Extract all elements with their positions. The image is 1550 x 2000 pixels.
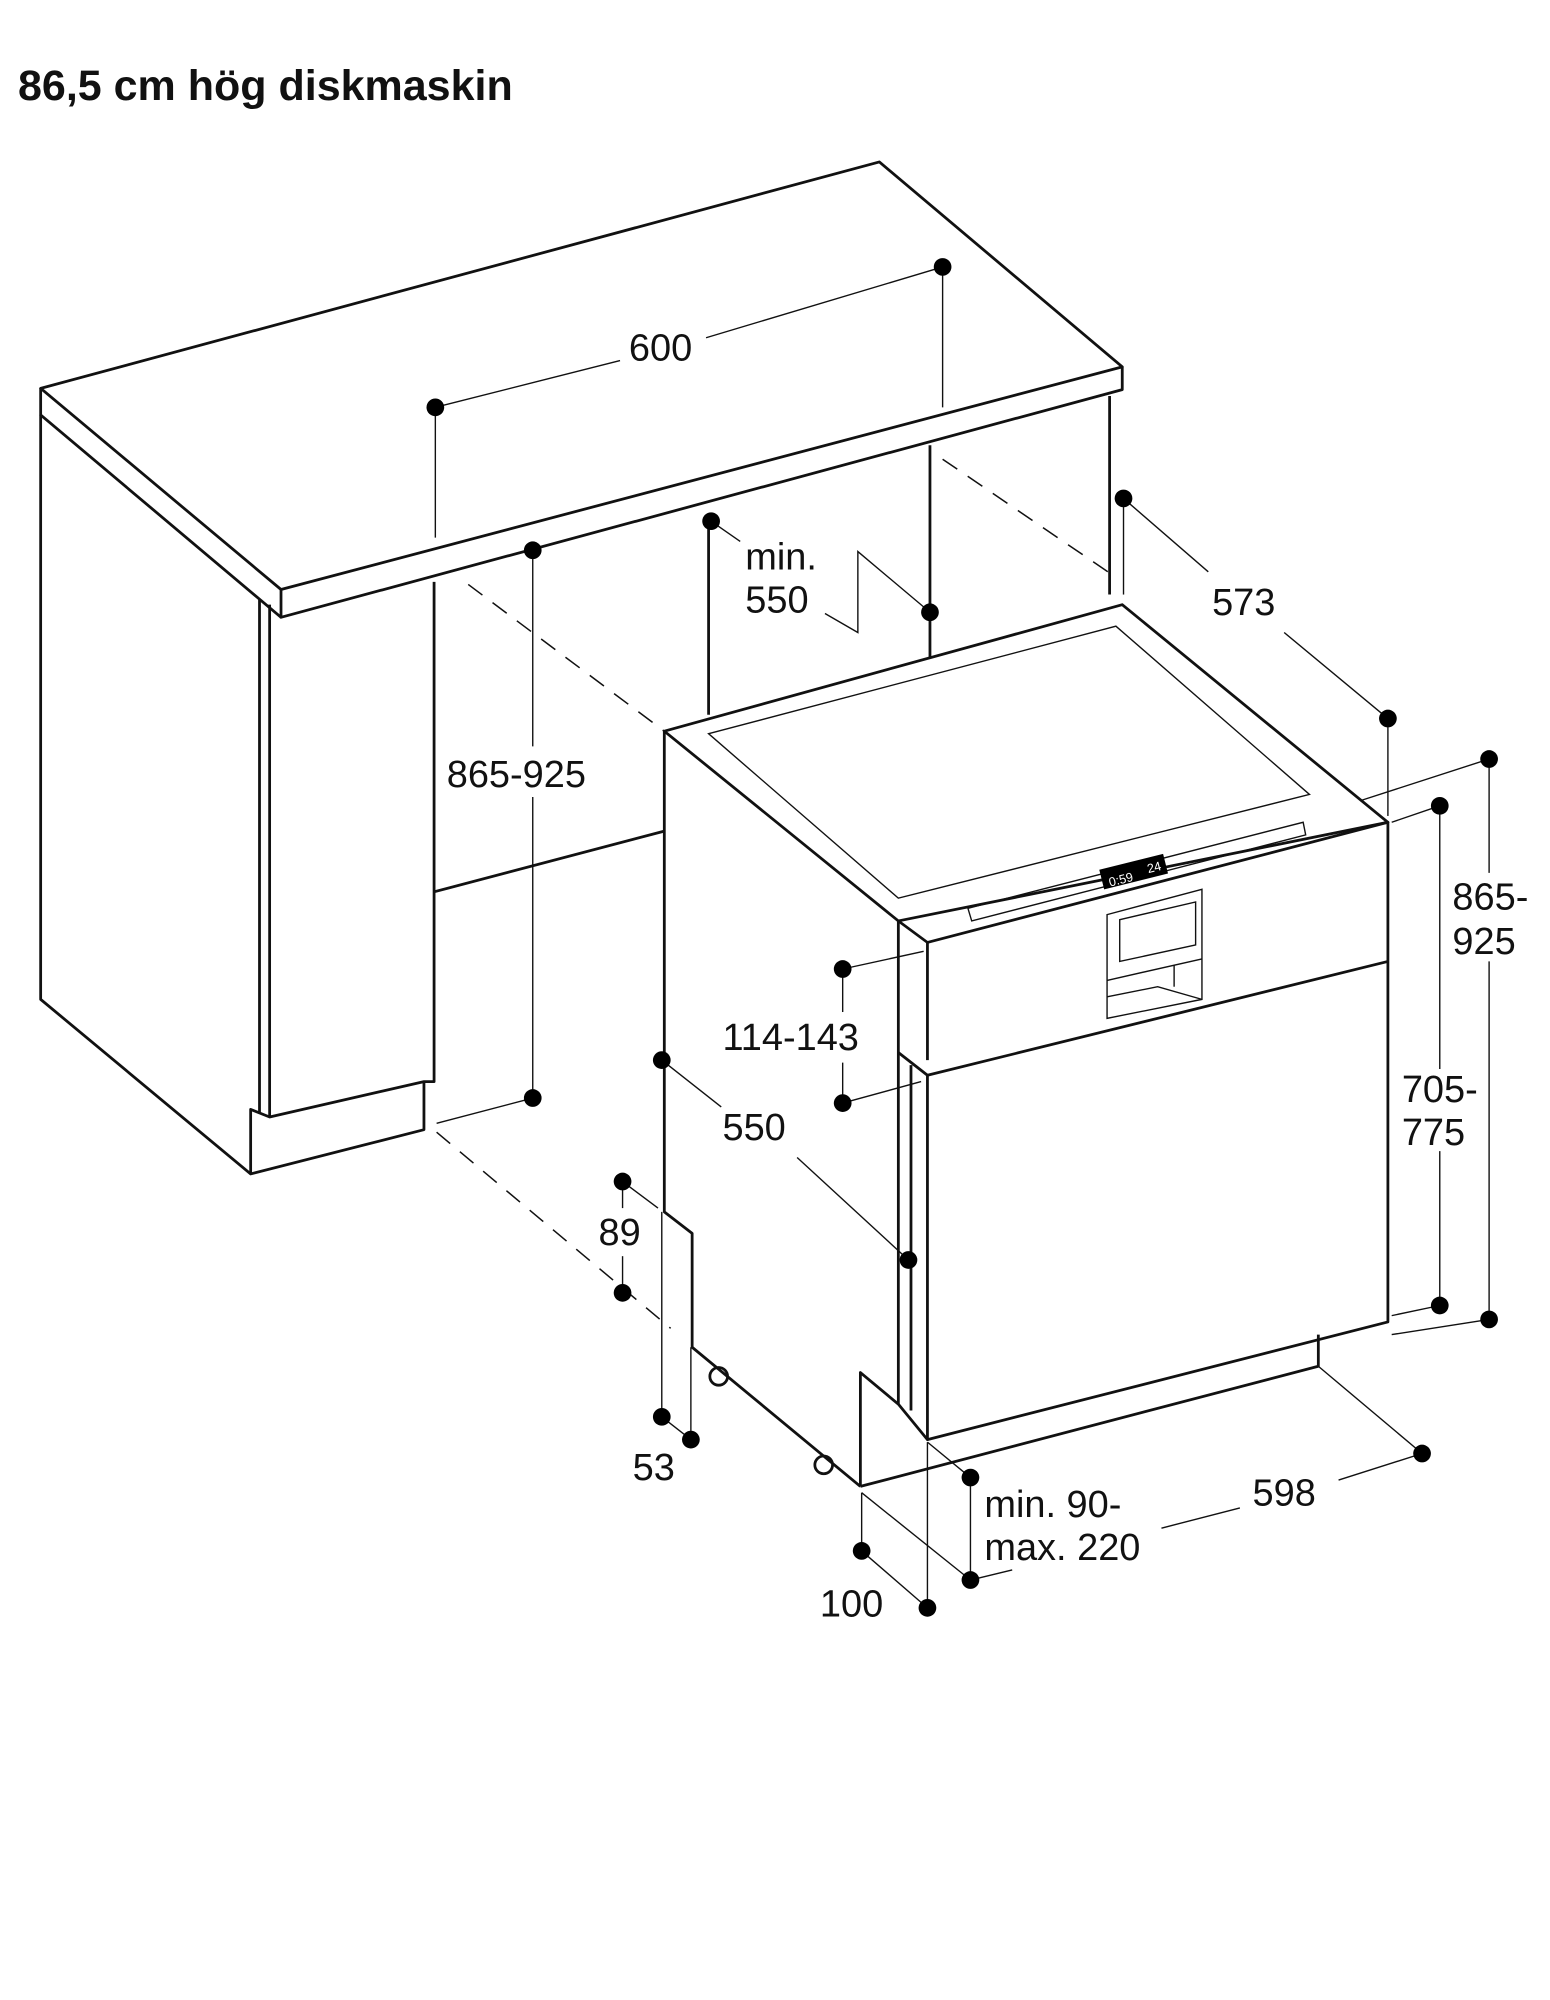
display-panel	[1099, 853, 1168, 890]
label-door-offset: 100	[820, 1584, 883, 1626]
dimension-labels: 600 865-925 min. 550 573 865- 925 705- 7…	[447, 328, 1529, 1626]
label-cabinet-width: 600	[629, 328, 692, 370]
label-total-height-1: 865-	[1452, 877, 1528, 919]
label-plinth-1: min. 90-	[984, 1484, 1121, 1526]
label-panel-height: 114-143	[723, 1017, 859, 1059]
label-total-height-2: 925	[1452, 921, 1515, 963]
display-time: 0:59	[1107, 870, 1134, 890]
label-min-depth-1: min.	[745, 536, 817, 578]
label-depth: 573	[1212, 582, 1275, 624]
label-width: 598	[1253, 1472, 1316, 1514]
label-plinth-2: max. 220	[984, 1527, 1140, 1569]
label-plinth-step: 89	[599, 1212, 641, 1254]
label-body-height-2: 775	[1402, 1112, 1465, 1154]
dimension-dots	[426, 258, 1498, 1617]
page-title: 86,5 cm hög diskmaskin	[18, 62, 513, 110]
countertop	[39, 160, 1124, 619]
display-value: 24	[1146, 859, 1163, 876]
label-side-depth: 550	[723, 1107, 786, 1149]
kitchen-cabinet	[39, 395, 1114, 1329]
label-min-depth-2: 550	[745, 579, 808, 621]
label-body-height-1: 705-	[1402, 1069, 1478, 1111]
dimension-lines	[434, 266, 1490, 1609]
label-foot-offset: 53	[633, 1447, 675, 1489]
dishwasher: 0:59 24	[662, 603, 1390, 1488]
label-cabinet-height: 865-925	[447, 754, 586, 796]
